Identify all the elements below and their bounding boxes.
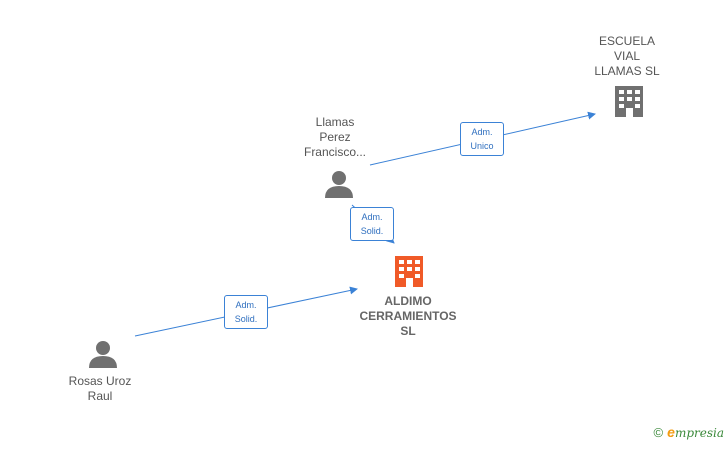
node-label-rosas[interactable]: Rosas Uroz Raul: [68, 374, 132, 403]
building-icon[interactable]: [394, 254, 426, 288]
person-icon[interactable]: [88, 340, 118, 368]
node-label-aldimo[interactable]: ALDIMO CERRAMIENTOS SL: [359, 294, 457, 338]
building-icon[interactable]: [614, 84, 646, 118]
edge-label-adm-solid-llamas[interactable]: Adm. Solid.: [350, 207, 394, 241]
edge-label-adm-solid-rosas[interactable]: Adm. Solid.: [224, 295, 268, 329]
copyright-symbol: ©: [653, 424, 664, 440]
person-icon[interactable]: [324, 170, 354, 198]
edge-label-adm-unico[interactable]: Adm. Unico: [460, 122, 504, 156]
footer-brand[interactable]: © empresia: [654, 424, 724, 440]
node-label-escuela[interactable]: ESCUELA VIAL LLAMAS SL: [594, 34, 660, 78]
node-label-llamas[interactable]: Llamas Perez Francisco...: [303, 115, 366, 159]
brand-logo: empresia: [667, 424, 724, 440]
